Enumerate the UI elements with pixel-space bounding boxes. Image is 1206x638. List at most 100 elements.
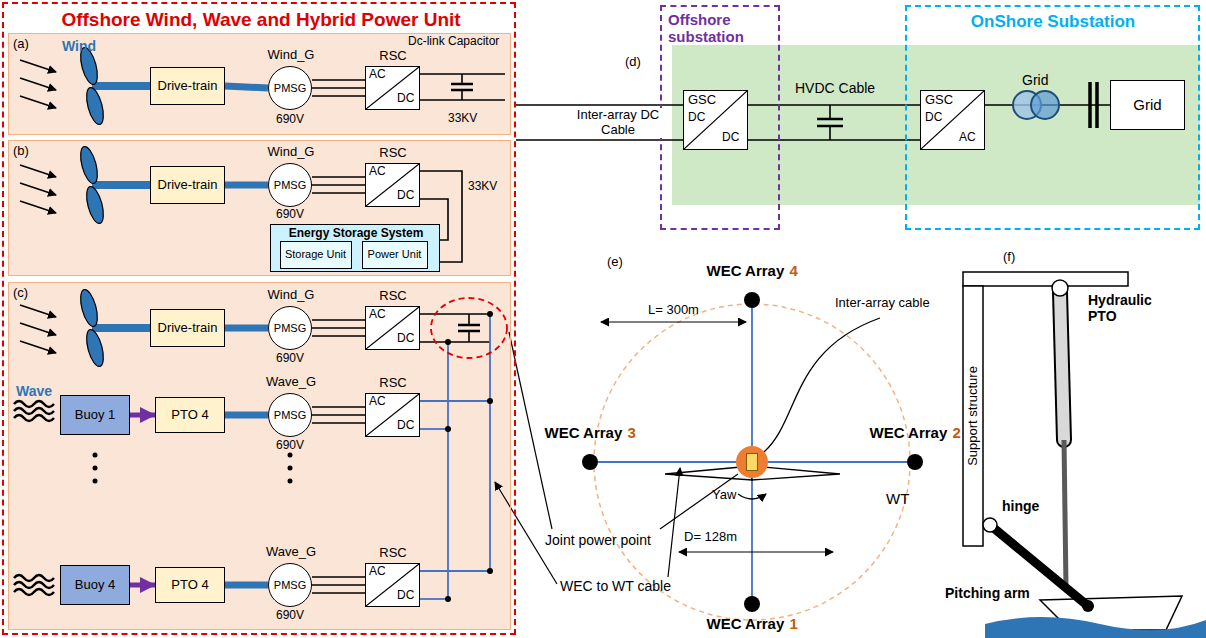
substation-frame-text: Offshore substation <box>668 11 774 46</box>
drivetrain-box-content: Drive-train <box>151 167 224 203</box>
connector <box>312 407 365 423</box>
connector <box>312 177 365 193</box>
drivetrain-box: Drive-train <box>150 309 225 347</box>
storage-system-box: Energy Storage SystemStorage Unit Power U… <box>270 224 440 272</box>
drivetrain-box-text: Drive-train <box>158 178 218 193</box>
busbar-symbol <box>1090 82 1097 128</box>
connector <box>312 320 365 336</box>
dimension-line <box>601 321 746 322</box>
yaw-arrow <box>738 494 766 499</box>
connector <box>312 80 365 96</box>
wec-array-dot: WEC Array1 <box>744 596 760 612</box>
converter-box-text: DC <box>722 131 739 145</box>
substation-frame: OnShore SubstationGSC DC AC Grid <box>905 5 1200 230</box>
hvdc-capacitor <box>817 105 843 140</box>
wec-array-dot-text: 1 <box>790 615 798 632</box>
panel-text: (c) <box>13 286 28 301</box>
pto-box-text: PTO 4 <box>171 578 208 593</box>
generator-circle-content: PMSG <box>269 564 311 606</box>
generator-circle-text: PMSG <box>274 82 306 95</box>
panel: (c)Drive-trainWind_GPMSGRSCACDCBuoy 1PTO… <box>8 282 511 630</box>
pto-box: PTO 4 <box>155 567 225 603</box>
wec-device <box>963 272 1206 638</box>
generator-circle-content: PMSG <box>269 307 311 349</box>
wec-array-dot-text: 4 <box>790 262 798 279</box>
drivetrain-box: Drive-train <box>150 166 225 204</box>
converter-box-text: GSC <box>925 93 953 108</box>
power-unit-box-text: Power Unit <box>368 248 422 261</box>
converter-box-text: AC <box>369 565 386 579</box>
dimension-line <box>679 551 833 552</box>
part-label: hinge <box>1002 498 1039 514</box>
converter-box: RSCACDC <box>365 393 420 437</box>
converter-box-text: DC <box>925 111 942 125</box>
substation-frame-text: OnShore Substation <box>971 12 1135 32</box>
part-label: Hydraulic PTO <box>1088 292 1168 324</box>
wind-arrows <box>20 60 56 353</box>
connector <box>751 478 753 596</box>
wec-array-dot-text: WEC Array <box>870 424 948 441</box>
generator-circle-text: PMSG <box>274 409 306 422</box>
transformer-symbol <box>1013 91 1059 119</box>
pto-box-text: PTO 4 <box>171 408 208 423</box>
cable-label: Inter-array cable <box>835 296 930 311</box>
converter-box-text: RSC <box>379 289 406 304</box>
panel-letter: (d) <box>625 55 641 70</box>
connector <box>225 582 268 589</box>
pto-box: PTO 4 <box>155 397 225 433</box>
connector <box>598 461 736 463</box>
joint-point-ring <box>431 298 507 358</box>
converter-box-text: AC <box>959 131 976 145</box>
grid-label: Grid <box>1022 72 1048 88</box>
generator-circle-text: PMSG <box>274 322 306 335</box>
converter-box-text: AC <box>369 308 386 322</box>
storage-system-box-text: Energy Storage System <box>289 227 424 241</box>
generator-circle: Wave_GPMSG <box>268 563 312 607</box>
power-unit-box: Power Unit <box>362 241 428 269</box>
wec-array-dot: WEC Array4 <box>744 292 760 308</box>
part-label: Support structure <box>966 366 981 466</box>
pto-box-content: PTO 4 <box>156 398 224 432</box>
wind-label: Wind <box>62 38 96 54</box>
transmission-band <box>672 45 1200 205</box>
callout-label: Joint power point <box>545 532 651 548</box>
wec-array-dot-text: WEC Array <box>707 615 785 632</box>
voltage-label: 33KV <box>468 180 497 194</box>
generator-circle-text: PMSG <box>274 579 306 592</box>
converter-box-text: DC <box>397 332 414 346</box>
buoy-box: Buoy 4 <box>60 565 130 605</box>
connector <box>130 583 155 588</box>
storage-unit-box: Storage Unit <box>280 241 352 269</box>
drivetrain-box: Drive-train <box>150 67 225 105</box>
generator-circle-text: Wave_G <box>266 545 316 560</box>
converter-box: RSCACDC <box>365 66 420 110</box>
substation-frame: Offshore substationGSCDCDC <box>660 5 780 230</box>
converter-box-text: DC <box>397 92 414 106</box>
voltage-label: 33KV <box>448 112 477 126</box>
connector <box>748 105 920 140</box>
wave-symbol <box>14 401 54 595</box>
generator-circle: Wind_GPMSG <box>268 66 312 110</box>
generator-circle-content: PMSG <box>269 67 311 109</box>
leader-lines <box>495 332 738 584</box>
converter-box-text: AC <box>369 165 386 179</box>
voltage-label: 690V <box>276 439 304 453</box>
voltage-label: 690V <box>276 113 304 127</box>
wec-array-dot-text: 3 <box>628 424 636 441</box>
wec-array-dot: WEC Array3 <box>582 454 598 470</box>
grid-box: Grid <box>1110 80 1185 130</box>
converter-box-text: RSC <box>379 49 406 64</box>
connector <box>751 308 753 446</box>
converter-box-text: RSC <box>379 546 406 561</box>
converter-box-text: GSC <box>688 93 716 108</box>
drivetrain-box-text: Drive-train <box>158 321 218 336</box>
panel-ground <box>8 140 511 276</box>
converter-box: RSCACDC <box>365 306 420 350</box>
connector <box>130 413 155 418</box>
converter-box: GSCDCDC <box>683 90 748 150</box>
generator-circle-text: PMSG <box>274 179 306 192</box>
wec-array-dot: WEC Array2 <box>907 454 923 470</box>
converter-box-text: DC <box>397 589 414 603</box>
cable-label: Inter-array DC Cable <box>566 108 670 138</box>
converter-box-text: RSC <box>379 146 406 161</box>
